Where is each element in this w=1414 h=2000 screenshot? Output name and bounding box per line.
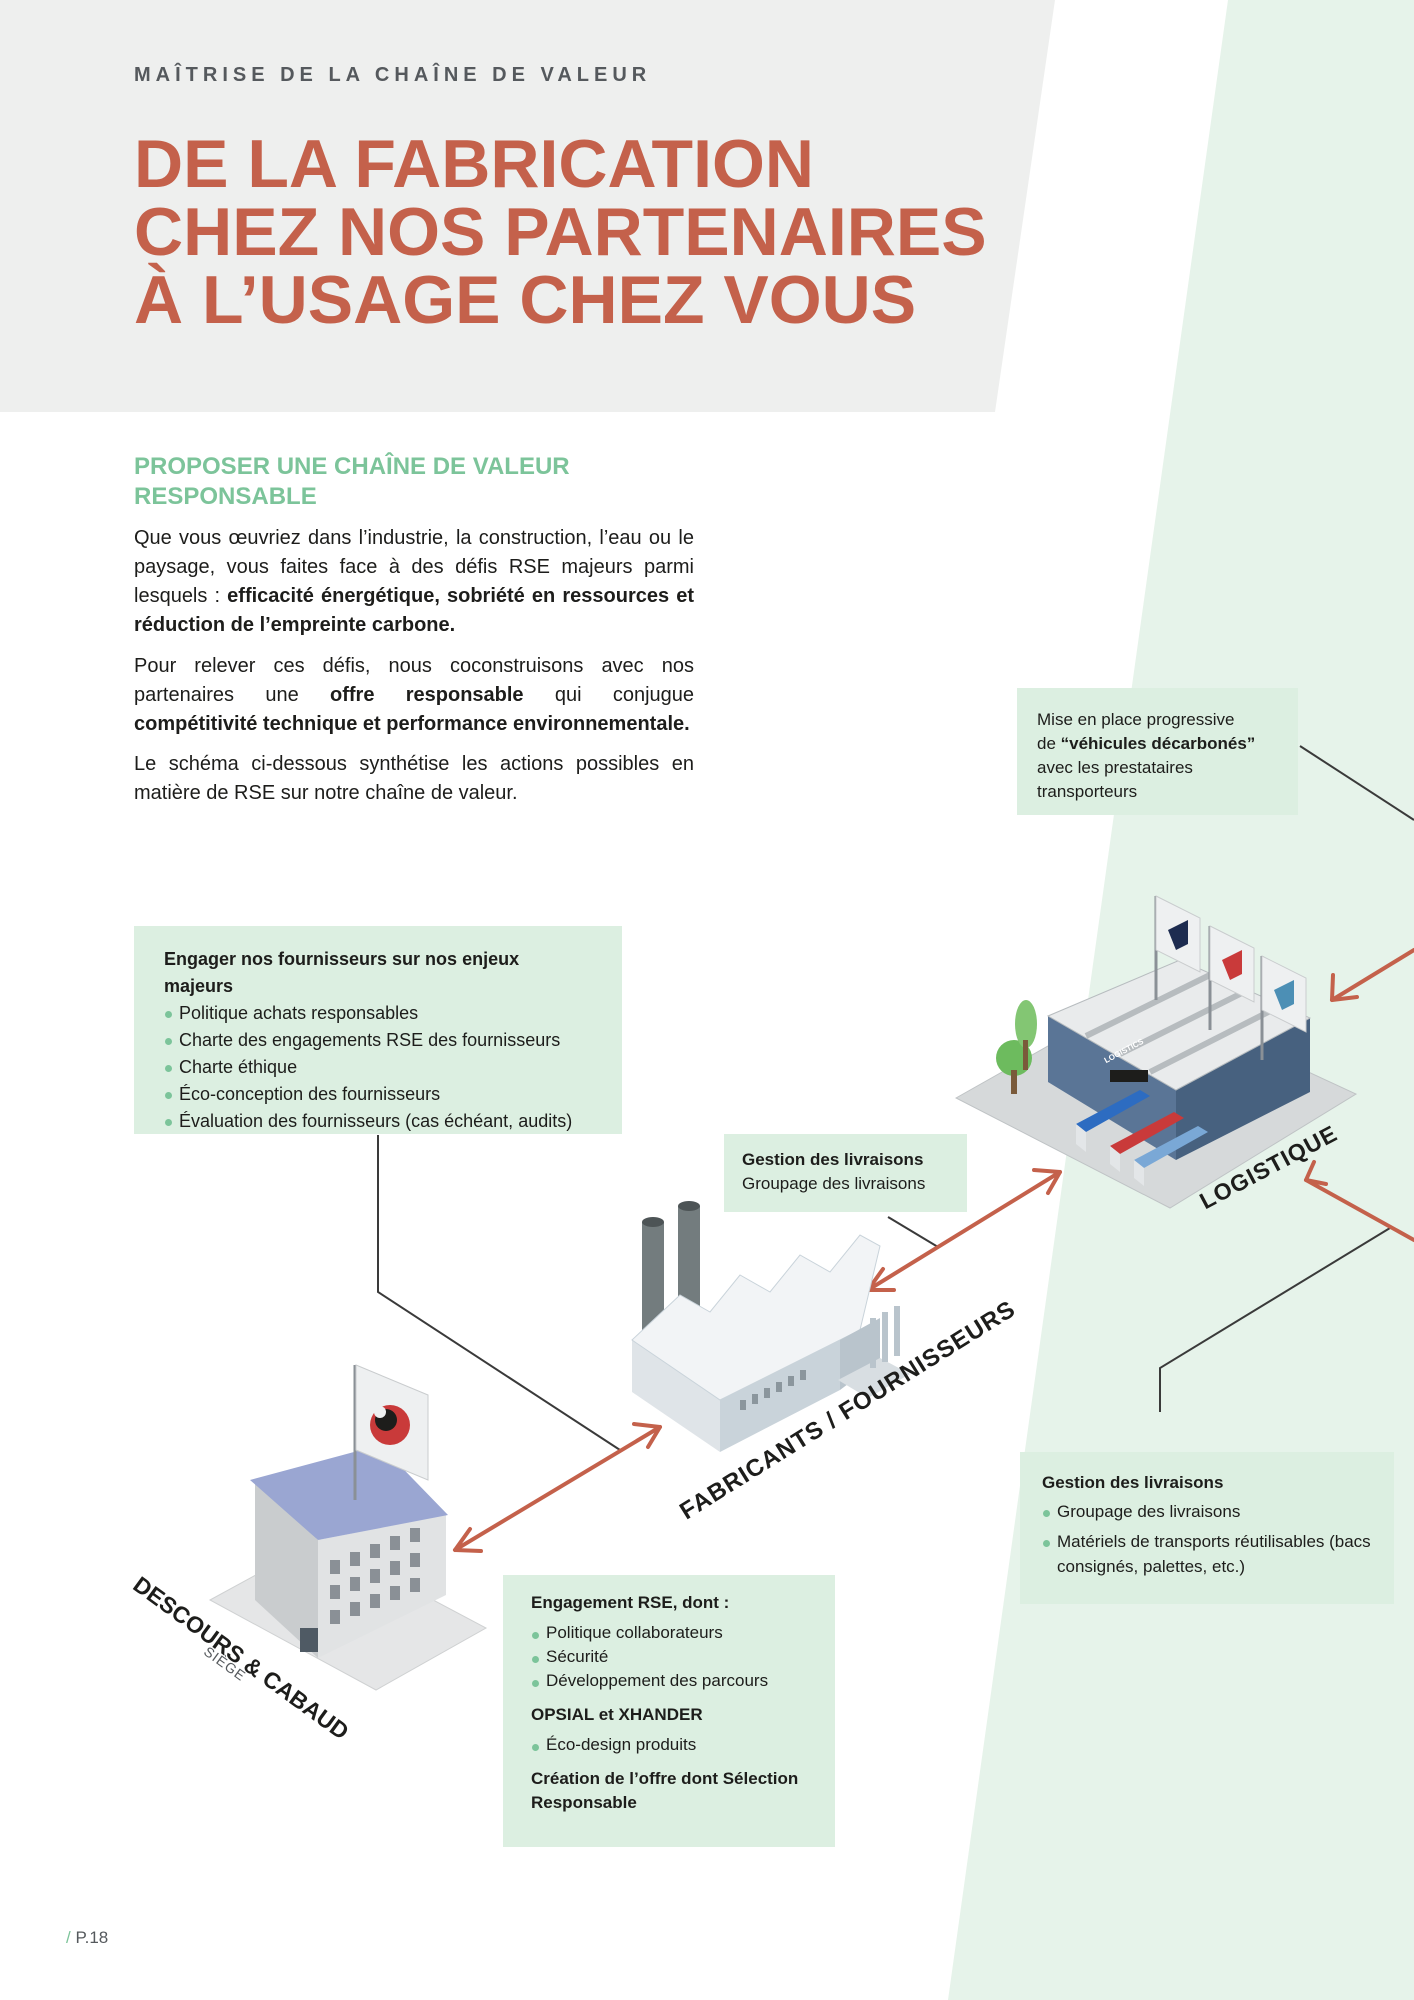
box-heading: Engagement RSE, dont : — [531, 1593, 730, 1612]
delivery-box-small: Gestion des livraisons Groupage des livr… — [724, 1134, 967, 1212]
box-line: avec les prestataires — [1037, 758, 1193, 777]
page-number-slash: / — [66, 1928, 71, 1947]
text: de — [1037, 734, 1061, 753]
section-kicker: MAÎTRISE DE LA CHAÎNE DE VALEUR — [134, 64, 652, 86]
intro-paragraph-2: Pour relever ces défis, nous coconstruis… — [134, 652, 694, 739]
bold-text: efficacité énergétique, sobriété en ress… — [134, 585, 694, 636]
box-line: transporteurs — [1037, 782, 1138, 801]
list-item: Matériels de transports réutilisables (b… — [1042, 1529, 1372, 1579]
box-line: de “véhicules décarbonés” — [1037, 732, 1278, 756]
list-item: Politique collaborateurs — [531, 1621, 807, 1645]
flow-arrows — [453, 948, 1414, 1553]
intro-subtitle-line: RESPONSABLE — [134, 483, 317, 510]
page-title: DE LA FABRICATION CHEZ NOS PARTENAIRES À… — [134, 130, 1034, 334]
text: qui conjugue — [523, 684, 695, 706]
intro-subtitle-line: PROPOSER UNE CHAÎNE DE VALEUR — [134, 453, 570, 480]
delivery-box-large: Gestion des livraisons Groupage des livr… — [1020, 1452, 1394, 1604]
rse-box: Engagement RSE, dont : Politique collabo… — [503, 1575, 835, 1847]
delivery-list: Groupage des livraisons Matériels de tra… — [1042, 1499, 1372, 1579]
list-item: Groupage des livraisons — [1042, 1499, 1372, 1524]
box-heading: Gestion des livraisons — [742, 1150, 924, 1169]
box-line: Groupage des livraisons — [742, 1174, 926, 1193]
box-line: Mise en place progressive — [1037, 710, 1235, 729]
page-title-line: À L’USAGE CHEZ VOUS — [134, 262, 917, 338]
page-number-text: P.18 — [75, 1928, 109, 1947]
box-heading: OPSIAL et XHANDER — [531, 1705, 703, 1724]
transport-box: Mise en place progressive de “véhicules … — [1017, 688, 1298, 815]
box-heading: Gestion des livraisons — [1042, 1473, 1224, 1492]
text: Pour relever ces défis, nous coconstruis… — [134, 655, 694, 706]
hq-building-illustration — [208, 1364, 488, 1691]
list-item: Éco-design produits — [531, 1733, 807, 1757]
list-item: Éco-conception des fournisseurs — [164, 1081, 592, 1108]
intro-paragraph-3: Le schéma ci-dessous synthétise les acti… — [134, 753, 694, 804]
bold-text: “véhicules décarbonés” — [1060, 734, 1256, 753]
intro-subtitle: PROPOSER UNE CHAÎNE DE VALEUR RESPONSABL… — [134, 452, 570, 512]
list-item: Évaluation des fournisseurs (cas échéant… — [164, 1108, 592, 1135]
bold-text: offre responsable — [330, 684, 524, 706]
page-number: / P.18 — [66, 1928, 108, 1948]
header-panel — [0, 0, 1055, 412]
product-list: Éco-design produits — [531, 1733, 807, 1757]
bold-text: compétitivité technique et performance e… — [134, 713, 690, 735]
list-item: Charte éthique — [164, 1054, 592, 1081]
factory-illustration — [631, 1201, 910, 1452]
text: Que vous œuvriez dans l’industrie, la co… — [134, 527, 694, 607]
list-item: Sécurité — [531, 1645, 807, 1669]
box-heading: Création de l’offre dont Sélection Respo… — [531, 1769, 799, 1812]
suppliers-box: Engager nos fournisseurs sur nos enjeux … — [134, 926, 622, 1134]
page-title-line: CHEZ NOS PARTENAIRES — [134, 194, 987, 270]
list-item: Charte des engagements RSE des fournisse… — [164, 1027, 592, 1054]
box-heading: Engager nos fournisseurs sur nos enjeux … — [164, 949, 520, 996]
intro-paragraph-1: Que vous œuvriez dans l’industrie, la co… — [134, 524, 694, 640]
warehouse-illustration — [954, 895, 1358, 1209]
list-item: Développement des parcours — [531, 1669, 807, 1693]
list-item: Politique achats responsables — [164, 1000, 592, 1027]
page-title-line: DE LA FABRICATION — [134, 126, 814, 202]
suppliers-list: Politique achats responsables Charte des… — [164, 1000, 592, 1135]
connector-lines — [377, 745, 1414, 1451]
rse-list: Politique collaborateurs Sécurité Dévelo… — [531, 1621, 807, 1693]
